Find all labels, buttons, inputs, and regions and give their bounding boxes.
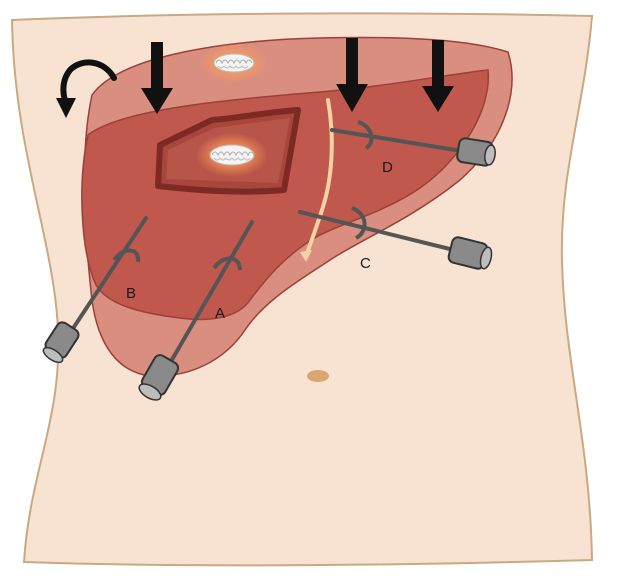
navel [307,370,329,382]
gauze-icon [210,145,254,165]
needle-label-c: C [360,255,371,272]
needle-label-a: A [215,305,225,322]
gauze-icon [200,43,268,83]
needle-label-d: D [382,159,393,176]
needle-label-b: B [126,285,136,302]
